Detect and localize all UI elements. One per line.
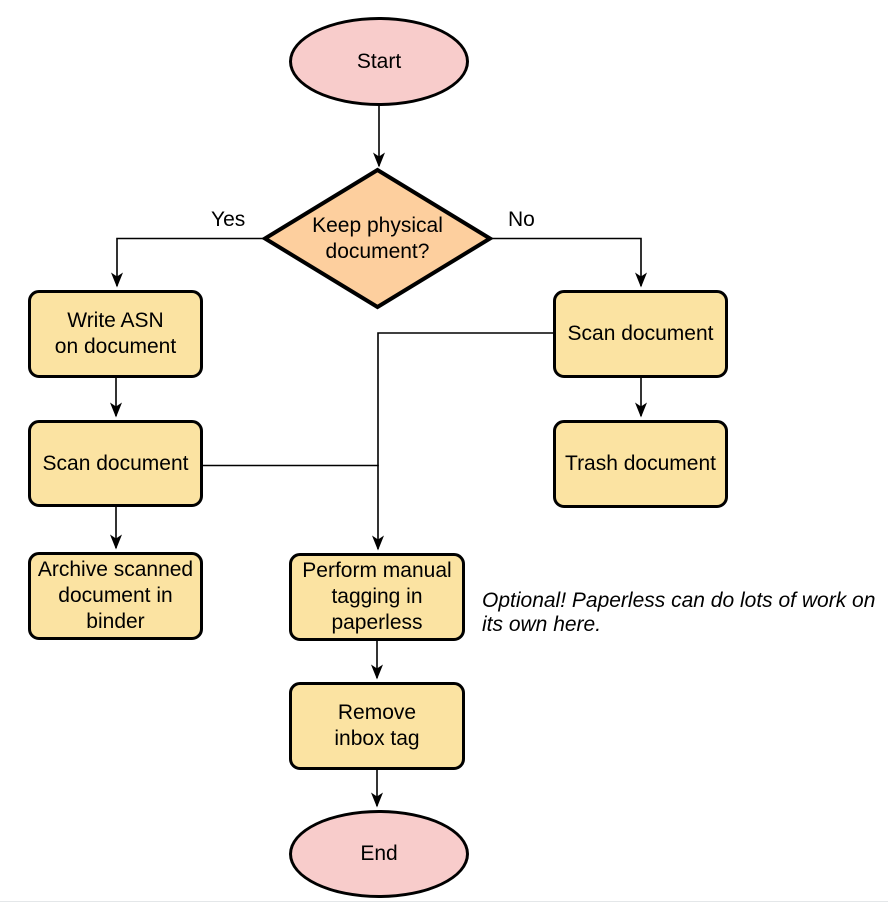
node-archive-binder-label: Archive scanned document in binder [37, 558, 194, 633]
edge-decision-yes-write-asn [111, 237, 265, 288]
node-scan-document-left: Scan document [28, 420, 203, 507]
node-trash-document-label: Trash document [565, 452, 716, 475]
node-decision: Keep physical document? [265, 196, 490, 282]
node-write-asn-label: Write ASN on document [54, 309, 177, 358]
page-bottom-divider [0, 901, 888, 902]
node-scan-document-right-label: Scan document [567, 322, 714, 345]
edge-label-no: No [508, 208, 535, 231]
edge-decision-no-scan-right [490, 237, 647, 288]
node-remove-inbox-tag-label: Remove inbox tag [334, 701, 420, 750]
annotation-optional-note: Optional! Paperless can do lots of work … [482, 589, 876, 636]
node-decision-label: Keep physical document? [312, 214, 443, 263]
node-remove-inbox-tag: Remove inbox tag [289, 682, 465, 770]
node-write-asn: Write ASN on document [28, 290, 203, 378]
node-start: Start [289, 17, 469, 106]
node-trash-document: Trash document [553, 420, 728, 508]
node-end-label: End [360, 842, 398, 865]
edge-label-yes: Yes [211, 208, 246, 231]
node-scan-document-right: Scan document [553, 290, 728, 378]
node-end: End [289, 810, 469, 898]
node-start-label: Start [356, 49, 402, 73]
node-manual-tagging: Perform manual tagging in paperless [289, 553, 465, 641]
node-manual-tagging-label: Perform manual tagging in paperless [302, 559, 452, 634]
node-scan-document-left-label: Scan document [42, 451, 189, 475]
node-archive-binder: Archive scanned document in binder [28, 552, 203, 640]
edge-scan-right-tagging [372, 332, 553, 551]
